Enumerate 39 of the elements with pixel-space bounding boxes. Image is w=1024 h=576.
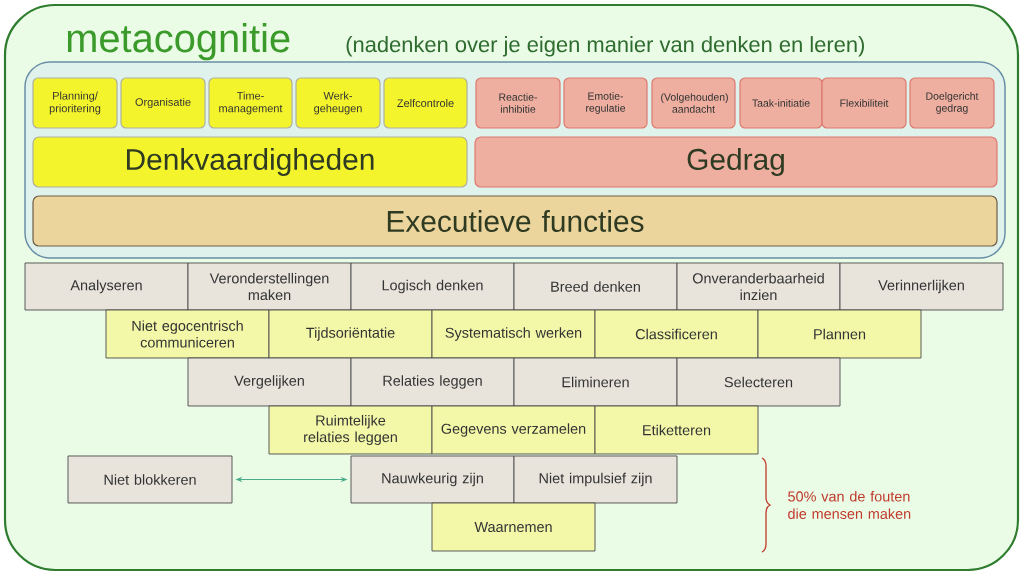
brick-box: Ruimtelijke relaties leggen bbox=[268, 405, 433, 455]
note: 50% van de fouten die mensen maken bbox=[788, 490, 911, 519]
brick-box: Niet egocentrisch communiceren bbox=[105, 309, 270, 359]
category-box: Denkvaardigheden bbox=[32, 136, 468, 188]
category-box: Gedrag bbox=[474, 136, 998, 188]
behaviour-box: Taak-initiatie bbox=[739, 77, 823, 129]
skill-box: Organisatie bbox=[120, 77, 206, 129]
brick-box: Relaties leggen bbox=[350, 357, 515, 407]
brick-box: Onveranderbaarheid inzien bbox=[676, 262, 841, 311]
brick-box: Veronderstellingen maken bbox=[187, 262, 352, 311]
brick-box: Niet blokkeren bbox=[67, 455, 233, 504]
brick-box: Logisch denken bbox=[350, 262, 515, 311]
brick-box: Nauwkeurig zijn bbox=[350, 455, 515, 504]
brick-box: Elimineren bbox=[513, 357, 678, 407]
skill-box: Werk- geheugen bbox=[295, 77, 381, 129]
subtitle: (nadenken over je eigen manier van denken en leren) bbox=[346, 36, 864, 57]
brick-box: Plannen bbox=[757, 309, 922, 359]
skill-box: Zelfcontrole bbox=[383, 77, 468, 129]
behaviour-box: Doelgericht gedrag bbox=[909, 77, 995, 129]
foundation-box: Executieve functies bbox=[32, 195, 998, 247]
brick-box: Analyseren bbox=[24, 262, 189, 311]
brick-box: Vergelijken bbox=[187, 357, 352, 407]
brick-box: Tijdsoriëntatie bbox=[268, 309, 433, 359]
title: metacognitie bbox=[67, 23, 290, 61]
behaviour-box: Reactie- inhibitie bbox=[475, 77, 561, 129]
skill-box: Planning/ prioritering bbox=[32, 77, 118, 129]
brick-box: Gegevens verzamelen bbox=[431, 405, 596, 455]
brick-box: Niet impulsief zijn bbox=[513, 455, 678, 504]
behaviour-box: Emotie- regulatie bbox=[563, 77, 648, 129]
behaviour-box: (Volgehouden) aandacht bbox=[651, 77, 736, 129]
brick-box: Verinnerlijken bbox=[839, 262, 1004, 311]
brick-box: Classificeren bbox=[594, 309, 759, 359]
skill-box: Time- management bbox=[208, 77, 293, 129]
brick-box: Selecteren bbox=[676, 357, 841, 407]
brick-box: Etiketteren bbox=[594, 405, 759, 455]
brick-box: Waarnemen bbox=[431, 502, 596, 552]
brick-box: Breed denken bbox=[513, 262, 678, 311]
behaviour-box: Flexibiliteit bbox=[821, 77, 907, 129]
brick-box: Systematisch werken bbox=[431, 309, 596, 359]
